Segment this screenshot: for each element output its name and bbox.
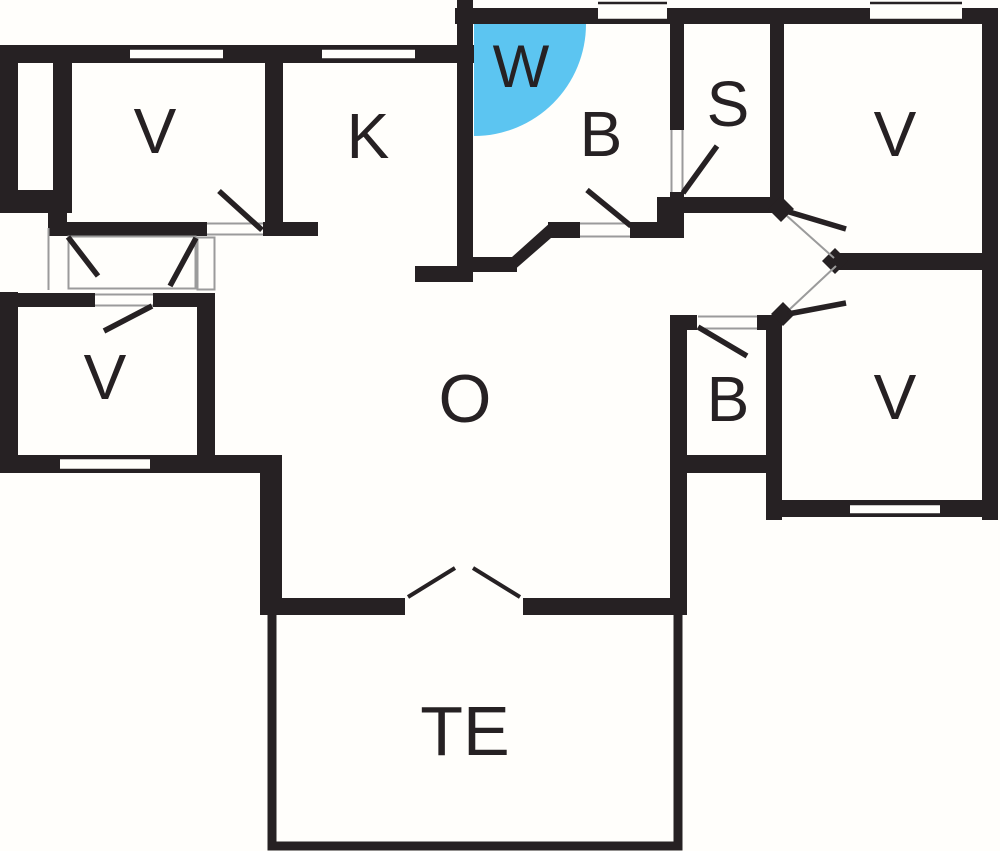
wall-storage-bottom bbox=[670, 197, 784, 213]
door-hinge-diamond-divider-end bbox=[822, 248, 848, 274]
door-leaf-bedroom-se bbox=[787, 300, 847, 317]
window-bath-top bbox=[598, 2, 667, 21]
door-leaves bbox=[65, 144, 847, 359]
window-bedroom-se bbox=[850, 503, 940, 515]
windows bbox=[60, 2, 962, 515]
wall-niche-right bbox=[53, 63, 72, 190]
wall-living-south-b bbox=[523, 598, 687, 615]
wall-bath-bottom-a bbox=[458, 257, 517, 272]
wall-toilet-bedroom-se bbox=[766, 315, 782, 520]
room-label-shower: W bbox=[493, 33, 550, 100]
terrace-doors bbox=[406, 566, 522, 599]
shower-quarter-circle bbox=[474, 24, 586, 136]
wall-left-upper bbox=[0, 45, 18, 190]
opening-hall-frame bbox=[67, 235, 197, 290]
wall-kitchen-bath bbox=[457, 0, 473, 282]
opening-hall-living bbox=[196, 236, 216, 291]
wall-bedroom-nw-kitchen bbox=[265, 63, 283, 232]
wall-hall-stub bbox=[48, 195, 67, 236]
door-leaf-bedroom-nw bbox=[217, 188, 264, 233]
door-leaf-terrace-left bbox=[406, 566, 457, 599]
wall-storage-bedroom-ne bbox=[770, 8, 784, 213]
door-leaf-toilet bbox=[696, 324, 749, 359]
wall-bedroom-w-right bbox=[197, 293, 215, 457]
terrace-outline bbox=[267, 615, 683, 851]
window-bedroom-nw bbox=[130, 48, 223, 60]
wall-living-west bbox=[260, 473, 282, 613]
room-label-kitchen: K bbox=[347, 100, 390, 172]
door-hinge-diamond-toilet-corner bbox=[771, 302, 795, 326]
door-leaf-bathroom bbox=[585, 187, 633, 229]
wall-bath-bottom-b bbox=[548, 222, 580, 238]
door-leaf-entrance bbox=[65, 235, 101, 278]
wall-toilet-bottom bbox=[670, 455, 782, 473]
door-frame-angled-ne bbox=[786, 215, 835, 259]
window-bedroom-ne bbox=[870, 2, 962, 21]
room-label-bedroom-se: V bbox=[874, 361, 917, 433]
wall-living-south-a bbox=[260, 598, 405, 615]
window-kitchen bbox=[322, 48, 415, 60]
wall-bedroom-nw-bottom-a bbox=[67, 222, 207, 236]
room-label-storage: S bbox=[707, 68, 750, 140]
room-label-toilet: B bbox=[707, 363, 750, 435]
window-edge-lines bbox=[60, 1, 962, 516]
wall-right-outer bbox=[982, 8, 998, 520]
room-label-bathroom: B bbox=[580, 98, 623, 170]
door-frame-angled-se bbox=[789, 265, 837, 310]
wall-bath-bottom-diagonal bbox=[512, 222, 551, 272]
room-label-bedroom-w: V bbox=[84, 341, 127, 413]
room-label-terrace: TE bbox=[420, 692, 509, 770]
wall-bath-bottom-c bbox=[630, 222, 660, 238]
room-label-bedroom-nw: V bbox=[134, 95, 177, 167]
wall-top-right-wing bbox=[455, 8, 998, 24]
door-leaf-hall-living bbox=[167, 236, 199, 288]
room-label-bedroom-ne: V bbox=[874, 98, 917, 170]
door-frame-lines bbox=[47, 130, 837, 330]
room-labels: V K W B S V V O B V TE bbox=[84, 33, 917, 770]
wall-bedrooms-right-divider bbox=[832, 253, 982, 270]
wall-bath-corner bbox=[657, 197, 684, 238]
door-leaf-bedroom-w bbox=[102, 303, 154, 334]
wall-bath-storage-upper bbox=[670, 24, 684, 130]
room-label-living-room: O bbox=[439, 361, 492, 437]
door-leaf-terrace-right bbox=[471, 566, 522, 599]
door-leaf-storage bbox=[680, 144, 720, 195]
window-bedroom-w bbox=[60, 457, 150, 471]
door-leaf-bedroom-ne bbox=[785, 208, 847, 232]
wall-bedroom-w-top-a bbox=[18, 293, 95, 307]
wall-left-lower bbox=[0, 292, 18, 473]
